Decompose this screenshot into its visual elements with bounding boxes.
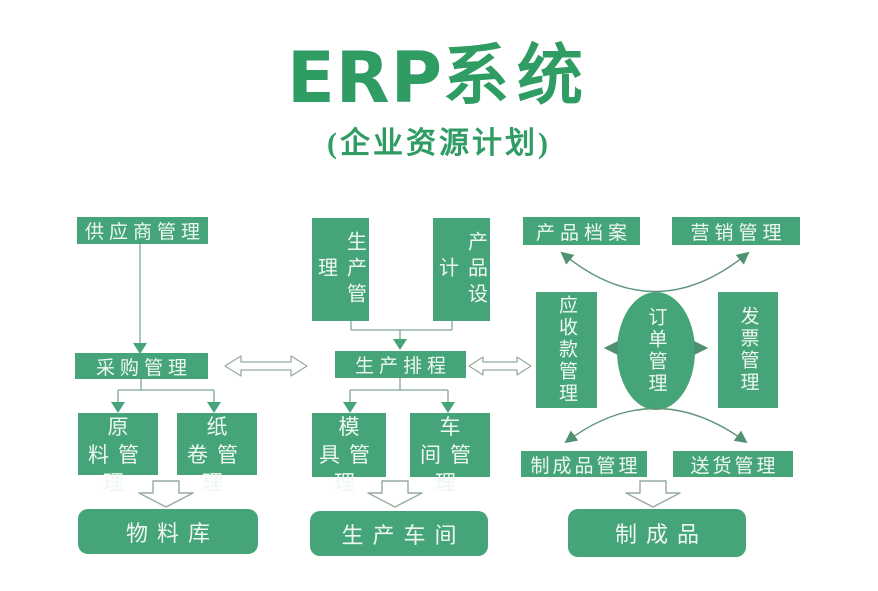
node-marketing-management: 营销管理	[672, 217, 800, 245]
title-latin: ERP	[286, 37, 444, 119]
node-mold-management: 模具管理	[312, 413, 386, 495]
node-paper-roll-management: 纸卷管理	[177, 413, 257, 495]
arrowhead-down-icon	[441, 402, 455, 413]
node-production-management: 生产管理	[312, 218, 369, 321]
arrowhead-down-icon	[393, 339, 407, 350]
node-product-archive: 产品档案	[523, 217, 640, 245]
double-arrow-right-icon	[468, 356, 532, 376]
arrowhead-down-icon	[343, 402, 357, 413]
arrowhead-down-icon	[111, 402, 125, 413]
connector-production-merge	[350, 321, 453, 340]
node-invoice-management: 发票管理	[718, 292, 778, 408]
title-cjk: 系统	[443, 40, 592, 113]
node-delivery-management: 送货管理	[673, 451, 793, 477]
node-order-management: 订单管理	[617, 292, 695, 410]
node-procurement-management: 采购管理	[75, 353, 208, 379]
node-material-warehouse: 物料库	[78, 509, 258, 554]
block-arrow-down-right-icon	[625, 480, 681, 508]
node-finished-goods: 制成品	[568, 509, 746, 557]
node-receivables-management: 应收款管理	[536, 292, 597, 408]
node-raw-material-management: 原料管理	[78, 413, 158, 495]
node-supplier-management: 供应商管理	[77, 217, 208, 244]
curve-arrow-order-to-archive-marketing	[560, 251, 750, 293]
page-subtitle: (企业资源计划)	[327, 127, 551, 160]
node-production-workshop: 生产车间	[310, 511, 488, 556]
node-finished-goods-management: 制成品管理	[521, 451, 647, 477]
node-production-scheduling: 生产排程	[335, 351, 466, 378]
node-workshop-management: 车间管理	[410, 413, 490, 495]
arrowhead-down-icon	[207, 402, 221, 413]
connector-scheduling-split	[349, 378, 449, 403]
double-arrow-left-icon	[224, 355, 308, 377]
page-title: ERP系统	[0, 22, 878, 119]
connector-procurement-split	[117, 379, 215, 403]
node-product-design: 产品设计	[433, 218, 490, 321]
curve-arrow-order-to-finished-delivery	[564, 407, 748, 444]
